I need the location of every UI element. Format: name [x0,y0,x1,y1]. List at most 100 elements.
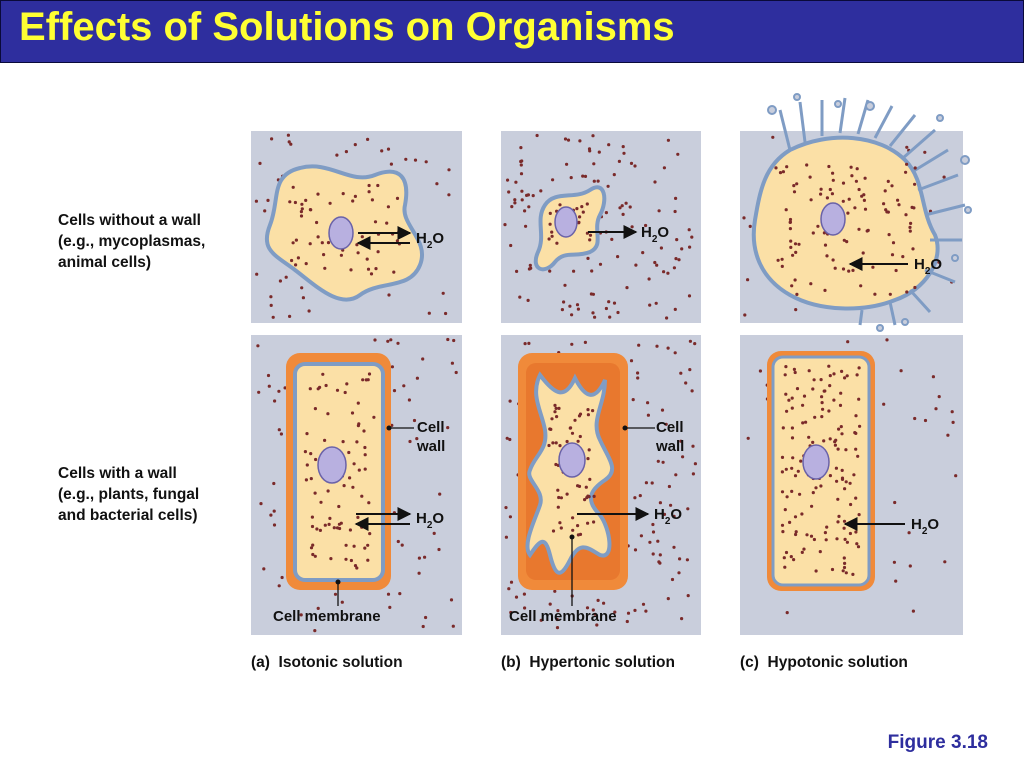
solute-dot [388,605,392,610]
solute-dot [349,558,353,563]
solute-dot [812,537,817,542]
solute-dot [315,527,319,531]
solute-dot [891,241,896,245]
solute-dot [412,418,417,423]
solute-dot [558,444,562,448]
solute-dot [588,233,593,237]
solute-dot [507,190,511,194]
solute-dot [352,544,356,548]
solute-dot [554,441,558,445]
solute-dot [854,447,858,451]
solute-dot [840,477,845,481]
solute-dot [746,278,750,282]
row-label-line: Cells without a wall [58,212,201,229]
solute-dot [308,387,312,391]
solute-dot [578,434,582,439]
solute-dot [836,497,840,501]
solute-dot [366,267,371,271]
solute-dot [673,307,677,311]
solute-dot [659,246,664,250]
cell-membrane-label: Cell membrane [509,608,617,625]
solute-dot [801,403,805,407]
solute-dot [780,264,784,268]
solute-dot [257,390,261,394]
solute-dot [788,220,793,224]
solute-dot [559,526,563,530]
solute-dot [648,303,652,307]
solute-dot [310,524,315,529]
solute-dot [931,375,936,379]
solute-dot [519,163,523,167]
solute-dot [299,210,303,214]
solute-dot [612,173,616,177]
solute-dot [385,221,389,225]
solute-dot [510,205,514,209]
solute-dot [666,138,671,142]
solute-dot [596,179,600,183]
solute-dot [576,484,580,488]
solute-dot [911,247,915,251]
solute-dot [666,346,670,350]
solute-dot [318,528,322,533]
solute-dot [811,491,815,495]
solute-dot [812,378,816,382]
panel-b-top [501,131,701,323]
solute-dot [855,373,859,377]
solute-dot [604,306,609,311]
solute-dot [804,420,808,424]
solute-dot [588,477,592,481]
solute-dot [661,460,665,464]
solute-dot [612,301,617,305]
solute-dot [548,211,552,215]
solute-dot [417,556,421,560]
solute-dot [313,407,317,411]
solute-dot [454,370,458,375]
solute-dot [625,619,629,624]
solute-dot [840,432,844,436]
solute-dot [438,492,442,496]
solute-dot [305,463,309,467]
solute-dot [790,466,794,470]
solute-dot [849,502,853,507]
solute-dot [634,263,638,267]
solute-dot [951,420,955,424]
solute-dot [258,161,262,165]
solute-dot [524,224,528,228]
solute-dot [950,410,954,414]
solute-dot [314,457,318,462]
solute-dot [441,291,445,295]
solute-dot [942,175,946,179]
solute-dot [672,545,676,549]
solute-dot [311,543,315,547]
solute-dot [427,311,431,315]
solute-dot [849,165,853,169]
solute-dot [855,167,859,171]
solute-dot [300,286,304,290]
solute-dot [814,569,818,573]
solute-dot [572,269,576,273]
solute-dot [787,398,791,402]
solute-dot [553,589,557,593]
solute-dot [670,577,675,582]
solute-dot [278,279,282,283]
solute-dot [887,233,891,237]
solute-dot [316,235,320,239]
solute-dot [785,165,789,169]
solute-dot [360,235,364,239]
solute-dot [675,238,679,242]
solute-dot [575,303,580,307]
solute-dot [662,270,666,274]
solute-dot [520,198,524,202]
solute-dot [513,201,517,205]
solute-dot [834,466,839,470]
solute-dot [842,556,846,560]
solute-dot [842,238,846,242]
solute-dot [269,513,273,517]
solute-dot [628,205,632,209]
row-label-line: Cells with a wall [58,465,177,482]
solute-dot [271,315,275,319]
solute-dot [326,489,330,493]
solute-dot [685,558,690,562]
solute-dot [854,179,859,183]
solute-dot [578,139,582,143]
